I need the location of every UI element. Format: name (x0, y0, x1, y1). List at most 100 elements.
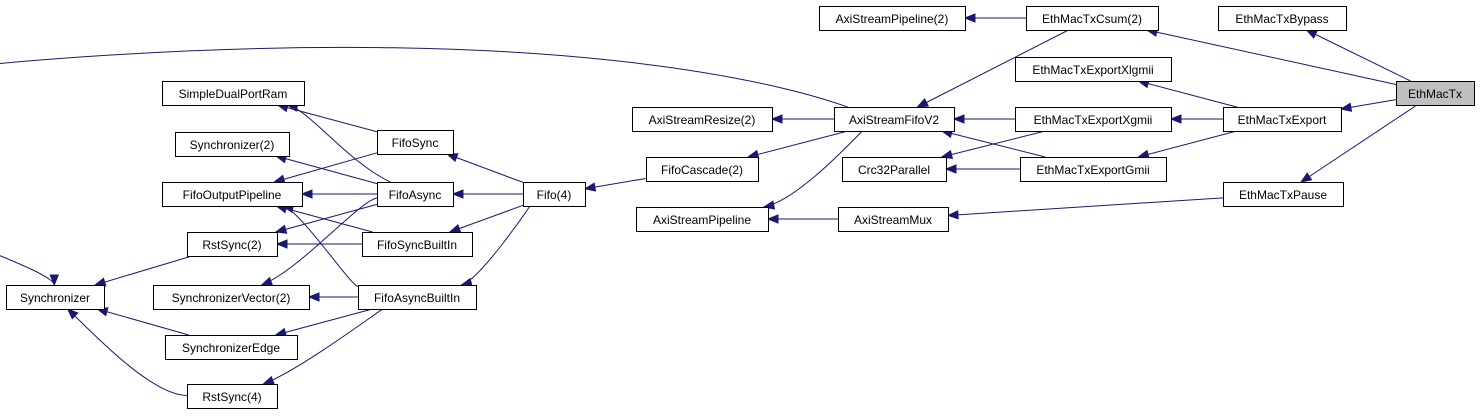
node-AxiStreamPipeline[interactable]: AxiStreamPipeline (636, 207, 769, 232)
node-EthMacTxExportXgmii[interactable]: EthMacTxExportXgmii (1015, 107, 1172, 132)
node-box[interactable] (1026, 6, 1159, 31)
node-box[interactable] (1015, 107, 1172, 132)
node-FifoOutputPipeline[interactable]: FifoOutputPipeline (162, 182, 303, 207)
node-box[interactable] (175, 132, 290, 157)
node-EthMacTxPause[interactable]: EthMacTxPause (1223, 182, 1344, 207)
edge-EthMacTxExport-to-EthMacTxExportGmii (1137, 130, 1237, 159)
node-label: FifoOutputPipeline (183, 188, 282, 202)
node-Crc32Parallel[interactable]: Crc32Parallel (842, 157, 947, 182)
arrowhead (300, 189, 313, 199)
node-EthMacTx[interactable]: EthMacTx (1396, 81, 1475, 106)
node-EthMacTxExportXlgmii[interactable]: EthMacTxExportXlgmii (1015, 57, 1172, 82)
node-Synchronizer2[interactable]: Synchronizer(2) (175, 132, 290, 157)
edge-RstSync2-to-Synchronizer (93, 255, 193, 287)
node-label: EthMacTxBypass (1235, 12, 1328, 26)
node-box[interactable] (187, 384, 278, 409)
edge-EthMacTxExport-to-EthMacTxExportXlgmii (1137, 79, 1237, 108)
node-box[interactable] (162, 182, 303, 207)
arrowhead (1339, 102, 1353, 112)
node-box[interactable] (646, 157, 759, 182)
edge-EthMacTx-to-EthMacTxPause (1299, 104, 1418, 183)
node-AxiStreamFifoV2[interactable]: AxiStreamFifoV2 (834, 107, 955, 132)
node-SynchronizerVector2[interactable]: SynchronizerVector(2) (153, 285, 310, 310)
node-label: EthMacTxPause (1239, 188, 1327, 202)
node-box[interactable] (377, 130, 454, 155)
node-SynchronizerEdge[interactable]: SynchronizerEdge (165, 335, 298, 360)
node-box[interactable] (632, 107, 773, 132)
node-box[interactable] (834, 107, 955, 132)
node-box[interactable] (187, 232, 278, 257)
node-EthMacTxExport[interactable]: EthMacTxExport (1223, 107, 1342, 132)
node-AxiStreamPipeline2[interactable]: AxiStreamPipeline(2) (819, 6, 966, 31)
node-box[interactable] (362, 232, 473, 257)
edge-FifoAsync-to-Synchronizer2 (274, 154, 378, 185)
edge-line (941, 130, 1046, 158)
node-box[interactable] (162, 81, 305, 106)
edge-FifoCascade2-to-Fifo4 (583, 177, 647, 192)
node-FifoAsyncBuiltIn[interactable]: FifoAsyncBuiltIn (358, 285, 477, 310)
node-label: FifoSyncBuiltIn (377, 238, 457, 252)
arrowhead (1299, 172, 1313, 183)
edge-line (67, 308, 188, 396)
node-box[interactable] (838, 207, 949, 232)
edge-line (275, 155, 378, 185)
node-box[interactable] (636, 207, 769, 232)
node-box[interactable] (6, 285, 105, 310)
arrowhead (66, 308, 79, 320)
node-box[interactable] (165, 335, 298, 360)
node-Fifo4[interactable]: Fifo(4) (523, 182, 586, 207)
arrowhead (93, 277, 107, 287)
node-FifoSync[interactable]: FifoSync (377, 130, 454, 155)
edge-line (261, 197, 378, 286)
arrowhead (49, 274, 59, 287)
edge-FifoAsync-to-FifoOutputPipeline (300, 189, 377, 199)
node-box[interactable] (523, 182, 586, 207)
node-box[interactable] (819, 6, 966, 31)
node-label: SynchronizerEdge (182, 341, 280, 355)
arrowhead (1169, 114, 1182, 124)
node-FifoSyncBuiltIn[interactable]: FifoSyncBuiltIn (362, 232, 473, 257)
node-box[interactable] (1020, 157, 1167, 182)
arrowhead (275, 239, 288, 249)
node-box[interactable] (1015, 57, 1172, 82)
edge-line (1306, 29, 1411, 82)
node-RstSync4[interactable]: RstSync(4) (187, 384, 278, 409)
node-box[interactable] (1223, 182, 1344, 207)
node-label: EthMacTx (1408, 87, 1462, 101)
edge-line (947, 197, 1224, 216)
node-EthMacTxBypass[interactable]: EthMacTxBypass (1218, 6, 1347, 31)
node-SimpleDualPortRam[interactable]: SimpleDualPortRam (162, 81, 305, 106)
node-FifoAsync[interactable]: FifoAsync (377, 182, 454, 207)
node-EthMacTxCsum2[interactable]: EthMacTxCsum(2) (1026, 6, 1159, 31)
arrowhead (963, 13, 976, 23)
node-label: SimpleDualPortRam (179, 87, 288, 101)
edge-AxiStreamFifoV2-to-FifoCascade2 (746, 130, 849, 159)
arrowhead (583, 182, 597, 192)
node-box[interactable] (377, 182, 454, 207)
node-box[interactable] (1218, 6, 1347, 31)
graph-nodes: EthMacTx EthMacTxBypass EthMacTxCsum(2) Axi… (6, 6, 1475, 409)
node-AxiStreamResize2[interactable]: AxiStreamResize(2) (632, 107, 773, 132)
edge-EthMacTxPause-to-AxiStreamMux (946, 197, 1224, 220)
node-box[interactable] (153, 285, 310, 310)
node-label: Synchronizer (20, 291, 90, 305)
edge-FifoAsyncBuiltIn-to-FifoOutputPipeline (281, 203, 359, 287)
edge-line (449, 204, 524, 233)
node-label: Synchronizer(2) (190, 138, 275, 152)
node-box[interactable] (1223, 107, 1342, 132)
node-EthMacTxExportGmii[interactable]: EthMacTxExportGmii (1020, 157, 1167, 182)
node-box[interactable] (842, 157, 947, 182)
node-label: RstSync(2) (202, 238, 261, 252)
node-AxiStreamMux[interactable]: AxiStreamMux (838, 207, 949, 232)
node-label: FifoAsync (389, 188, 442, 202)
edge-line (274, 152, 378, 183)
edge-line (0, 46, 848, 286)
node-box[interactable] (358, 285, 477, 310)
node-RstSync2[interactable]: RstSync(2) (187, 232, 278, 257)
node-FifoCascade2[interactable]: FifoCascade(2) (646, 157, 759, 182)
edge-SynchronizerEdge-to-Synchronizer (95, 307, 189, 336)
node-box[interactable] (1396, 81, 1475, 106)
edge-FifoSync-to-FifoOutputPipeline (272, 152, 378, 184)
node-Synchronizer[interactable]: Synchronizer (6, 285, 105, 310)
